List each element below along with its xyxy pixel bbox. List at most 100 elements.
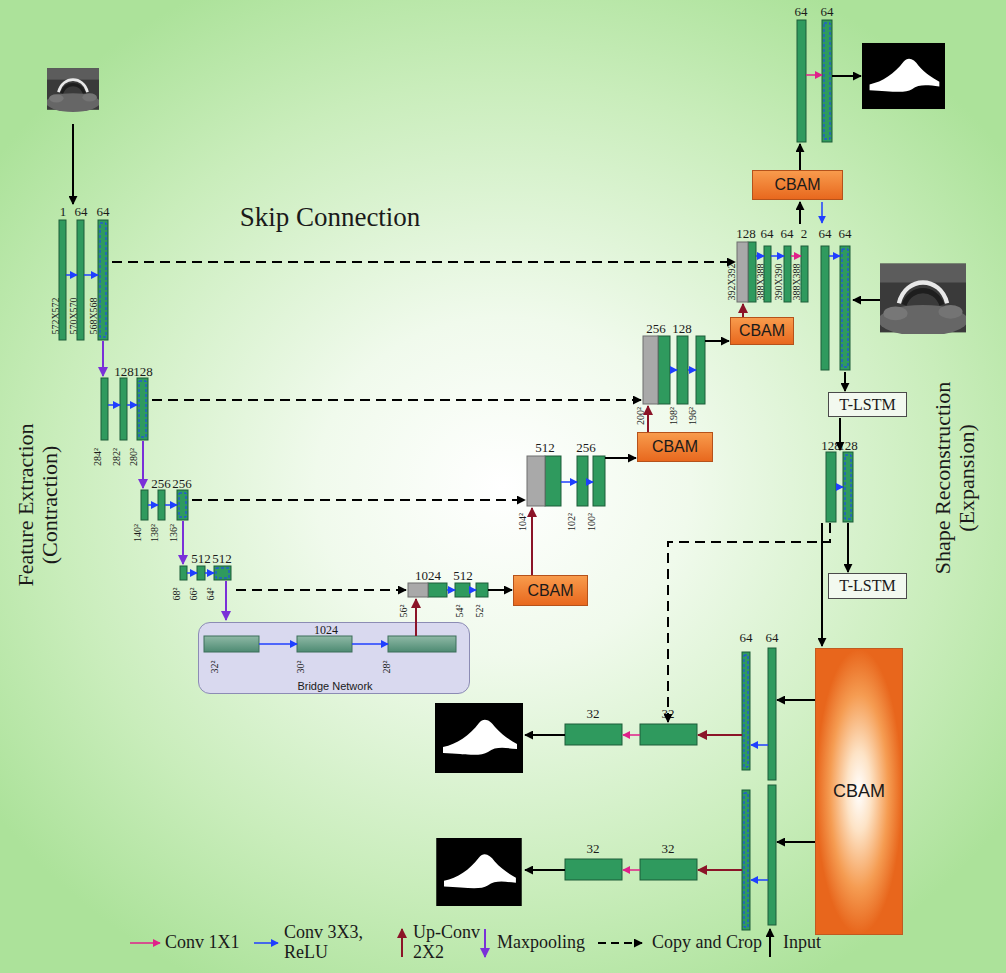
channel-count: 32: [662, 707, 675, 721]
dashed-feature-map: [139, 381, 146, 437]
conv3x3-arrow: [688, 369, 696, 371]
feature-map-bar: [101, 378, 108, 440]
channel-count: 256: [646, 322, 666, 336]
module-name: CBAM: [833, 781, 885, 802]
channel-count: 512: [453, 569, 473, 583]
feature-map-bar: [822, 20, 832, 142]
skip-connection-arrow: [112, 261, 735, 263]
feature-map-bar: [98, 220, 108, 340]
conv3x3-arrow: [751, 879, 768, 881]
feature-map-bar: [677, 336, 688, 404]
copy-crop-line: [668, 523, 830, 722]
legend-arrow-sample: [254, 942, 278, 944]
conv3x3-arrow: [66, 274, 77, 276]
bridge-feature-map: [297, 636, 352, 652]
conv1x1-arrow: [623, 734, 640, 736]
feature-map-bar: [214, 566, 231, 580]
feature-map-bar: [180, 566, 187, 580]
dimension-label: 200²: [635, 407, 646, 425]
feature-map-bar: [640, 859, 697, 880]
input-arrow: [705, 340, 729, 342]
channel-count: 128: [672, 322, 692, 336]
channel-count: 64: [821, 5, 834, 19]
feature-map-bar: [768, 648, 776, 780]
dimension-label: 54²: [454, 605, 465, 618]
dimension-label: 56²: [398, 605, 409, 618]
input-arrow: [853, 299, 880, 301]
channel-count: 64: [795, 5, 808, 19]
dimension-label: 64²: [205, 588, 216, 601]
upconv-arrow: [415, 599, 417, 636]
input-arrow: [525, 869, 565, 871]
segmentation-mask: [435, 703, 523, 773]
dashed-feature-map: [179, 493, 186, 517]
legend-arrow-sample: [598, 942, 642, 944]
conv1x1-arrow: [806, 74, 822, 76]
module-name: CBAM: [652, 438, 698, 456]
input-arrow: [832, 75, 861, 77]
channel-count: 128: [736, 227, 756, 241]
feature-map-bar: [197, 566, 205, 580]
input-arrow: [847, 523, 849, 572]
channel-count: 32: [587, 707, 600, 721]
upconv-arrow: [698, 734, 742, 736]
feature-map-bar: [826, 452, 836, 522]
section-title: Skip Connection: [240, 203, 421, 233]
channel-count: 64: [819, 227, 832, 241]
dimension-label: 32²: [210, 661, 220, 674]
dashed-feature-map: [744, 655, 748, 767]
dimension-label: 52²: [474, 605, 485, 618]
dimension-label: 136²: [168, 524, 179, 542]
channel-count: 128: [114, 365, 134, 379]
conv3x3-arrow: [670, 369, 677, 371]
conv3x3-arrow: [108, 404, 120, 406]
dimension-label: 28²: [382, 661, 392, 674]
dimension-label: 392X392: [726, 263, 737, 300]
dashed-feature-map: [842, 249, 848, 367]
conv1x1-arrow: [791, 255, 801, 257]
lstm-box: T-LSTM: [828, 392, 907, 417]
conv3x3-arrow: [756, 255, 764, 257]
legend-arrow-sample: [769, 929, 771, 957]
channel-count: 64: [740, 631, 753, 645]
input-arrow: [488, 589, 512, 591]
dimension-label: 104²: [517, 513, 528, 531]
bridge-network-box: 102432²30²28²Bridge Network: [198, 622, 470, 694]
conv3x3-arrow: [561, 481, 577, 483]
feature-map-bar: [801, 246, 808, 302]
legend-samples: [130, 929, 770, 957]
feature-map-bar: [59, 220, 66, 340]
dimension-label: 68²: [171, 588, 182, 601]
feature-map-bar: [137, 378, 148, 440]
dimension-label: 138²: [149, 524, 160, 542]
feature-map-bar: [455, 583, 470, 597]
copied-feature-map: [737, 242, 748, 302]
maxpool-arrow: [142, 441, 144, 488]
ultrasound-image: [878, 264, 967, 336]
dashed-outlines: [100, 23, 851, 927]
feature-map-bar: [742, 790, 750, 930]
input-arrow: [839, 418, 841, 450]
channel-count: 32: [587, 842, 600, 856]
channel-count: 256: [151, 477, 171, 491]
upconv-arrow: [698, 869, 742, 871]
maxpool-arrow: [102, 341, 104, 376]
dimension-label: 280²: [128, 448, 139, 466]
input-arrows: [73, 76, 880, 870]
conv1x1-arrow: [623, 869, 640, 871]
dimension-label: 284²: [92, 448, 103, 466]
conv3x3-arrow: [259, 643, 297, 645]
dashed-feature-map: [744, 793, 748, 927]
conv3x3-arrow: [751, 744, 768, 746]
dimension-label: 390X390: [773, 263, 784, 300]
feature-map-bar: [784, 246, 791, 302]
channel-count: 64: [761, 227, 774, 241]
conv3x3-arrow: [127, 404, 137, 406]
dimension-label: 568X568: [88, 297, 99, 334]
maxpool-arrows: [103, 341, 226, 620]
dashed-feature-map: [216, 568, 229, 578]
dimension-label: 282²: [111, 448, 122, 466]
legend-text: Up-Conv 2X2: [413, 923, 489, 963]
upconv-arrow: [742, 304, 744, 317]
skip-connection-arrow: [236, 589, 406, 591]
